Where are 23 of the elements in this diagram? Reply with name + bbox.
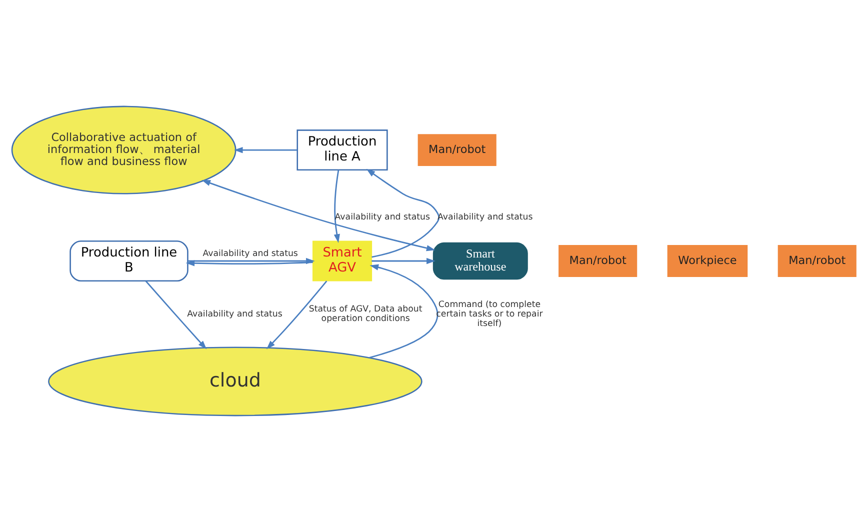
arrow: [372, 257, 436, 264]
node-box: Man/robot: [778, 244, 856, 276]
node-box: Smart warehouse: [432, 242, 528, 280]
node-box: Production line B: [70, 240, 188, 281]
edge-label: Availability and status: [202, 248, 298, 258]
edge-label: Availability and status: [187, 308, 282, 319]
node-ellipse: cloud: [48, 346, 422, 416]
node-box: Workpiece: [667, 244, 748, 276]
node-box: Man/robot: [418, 134, 496, 166]
arrow: [266, 280, 328, 349]
node-box: Man/robot: [558, 244, 638, 276]
node-box: Smart AGV: [312, 240, 372, 281]
arrow: [145, 280, 207, 349]
arrow: [186, 260, 313, 266]
arrow: [369, 264, 438, 358]
arrow: [334, 169, 340, 242]
node-ellipse: Collaborative actuation of information flow、 material flow and business flow: [11, 105, 236, 194]
arrow: [234, 146, 298, 153]
arrow: [366, 168, 440, 258]
arrow: [188, 257, 315, 264]
edge-label: Status of AGV, Data about operation conditions: [308, 304, 422, 324]
arrow: [202, 180, 436, 251]
node-box: Production line A: [296, 129, 388, 170]
